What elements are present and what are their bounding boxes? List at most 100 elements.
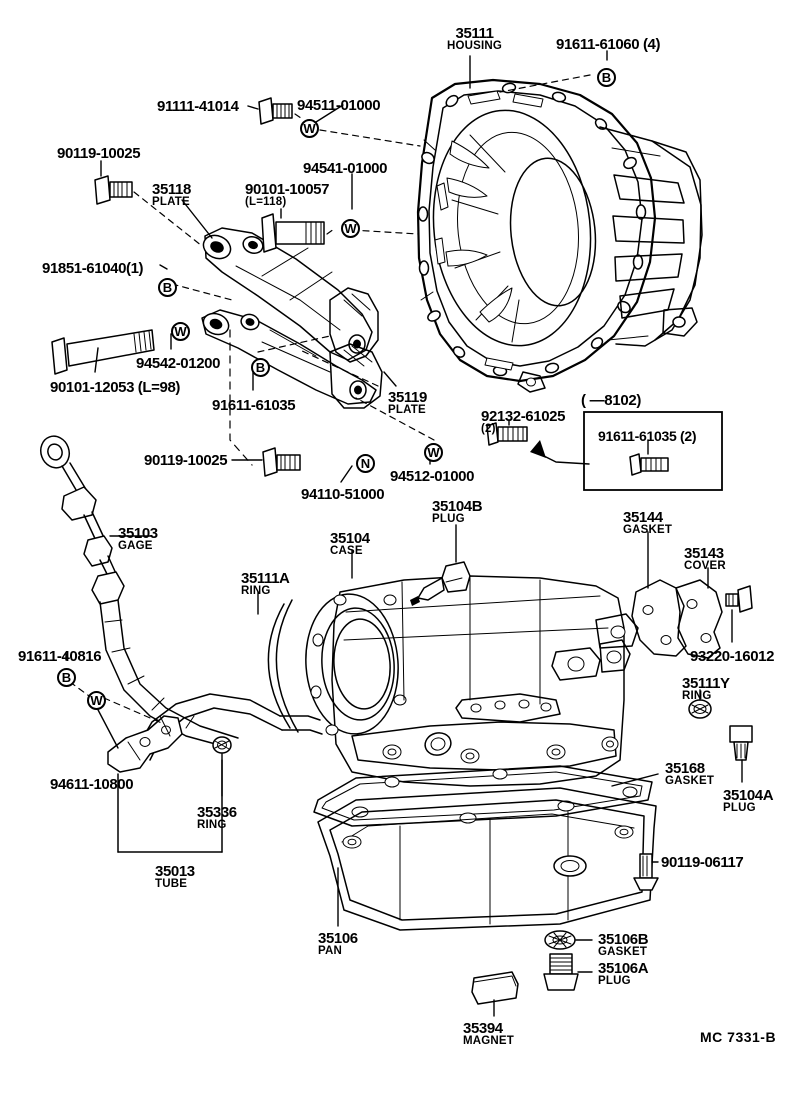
leader-91111-41014 <box>247 105 259 110</box>
case-35104-drawing <box>305 575 639 787</box>
plug-35104A-drawing <box>729 725 753 761</box>
bolt-91111-41014 <box>258 97 293 125</box>
part-description: GASKET <box>598 946 648 958</box>
bolt-90101-10057 <box>261 213 325 253</box>
part-number: 35118 <box>152 181 191 198</box>
callout-symbol-w: W <box>87 691 106 710</box>
dash-91611-40816 <box>69 681 101 705</box>
dash-94511-01000 <box>319 129 421 147</box>
part-label-91611610604: 91611-61060 (4) <box>556 37 660 52</box>
ring-35111A-drawing <box>267 603 291 729</box>
callout-symbol-b: B <box>597 68 616 87</box>
dash-90101-10057 <box>326 228 335 235</box>
part-description: TUBE <box>155 878 188 890</box>
bolt-93220-16012 <box>725 585 753 613</box>
part-label-9461110800: 94611-10800 <box>50 777 134 792</box>
drawing-code: MC 7331-B <box>700 1029 777 1045</box>
part-number: 90101-12053 (L=98) <box>50 379 180 396</box>
gasket-35144-drawing <box>631 579 687 657</box>
dash-91611-61060 <box>499 74 591 93</box>
cover-35143-drawing <box>675 579 723 659</box>
callout-symbol-n: N <box>356 454 375 473</box>
leader-94511-01000 <box>315 104 344 123</box>
dash-35119 <box>299 349 379 387</box>
plate-35119-drawing <box>201 309 383 409</box>
part-description: RING <box>682 690 712 702</box>
inset-part-number: 91611-61035 (2) <box>598 428 697 444</box>
part-number: 90119-10025 <box>57 145 141 162</box>
part-description: PLATE <box>152 196 190 208</box>
dash-90119-10025-a <box>133 191 203 247</box>
part-number: 35111Y <box>682 675 730 692</box>
part-description: MAGNET <box>463 1035 515 1047</box>
part-description: GASKET <box>623 524 673 536</box>
part-number: 94542-01200 <box>136 355 221 372</box>
callout-symbol-b: B <box>158 278 177 297</box>
part-label-9010112053l98: 90101-12053 (L=98) <box>50 380 180 395</box>
part-number: 92132-61025 <box>481 408 566 425</box>
part-number: 35104A <box>723 787 774 804</box>
part-description: CASE <box>330 545 363 557</box>
inset-screw-91611-61035 <box>629 453 669 476</box>
leader-94110-51000 <box>340 465 353 483</box>
magnet-35394-drawing <box>471 971 519 1005</box>
bolt-90119-06117 <box>633 853 659 891</box>
part-number: 94110-51000 <box>301 486 385 503</box>
part-description: (2) <box>481 423 496 435</box>
part-number: 35104 <box>330 530 370 547</box>
part-number: 35106 <box>318 930 358 947</box>
part-label-9454101000: 94541-01000 <box>303 161 387 176</box>
part-description: PLUG <box>598 975 631 987</box>
callout-symbol-w: W <box>300 119 319 138</box>
part-number: 35013 <box>155 863 195 880</box>
dash-91111-41014 <box>294 113 302 119</box>
part-label-9322016012: 93220-16012 <box>690 649 774 664</box>
part-label-9454201200: 94542-01200 <box>136 356 220 371</box>
part-number: 91851-61040(1) <box>42 260 144 277</box>
plate-35118-drawing <box>202 227 379 363</box>
part-number: 90119-06117 <box>661 854 744 871</box>
part-number: 35103 <box>118 525 158 542</box>
part-label-9011906117: 90119-06117 <box>661 854 744 871</box>
inset-box <box>583 411 723 491</box>
part-description: RING <box>197 819 227 831</box>
part-number: 35111A <box>241 570 290 587</box>
part-number: 94511-01000 <box>297 97 381 114</box>
part-number: 35168 <box>665 760 705 777</box>
leader-94611-10800 <box>95 705 119 749</box>
plug-35104B-drawing <box>410 561 471 606</box>
part-number: 35106B <box>598 931 649 948</box>
bolt-90119-10025-a <box>94 175 133 205</box>
bell-housing-drawing <box>416 78 703 393</box>
part-description: (L=118) <box>245 196 287 208</box>
part-number: 35106A <box>598 960 649 977</box>
callout-symbol-b: B <box>251 358 270 377</box>
part-label-91851610401: 91851-61040(1) <box>42 260 144 277</box>
part-description: PLATE <box>388 404 426 416</box>
part-number: 35394 <box>463 1020 503 1037</box>
part-label-9010110057: 90101-10057(L=118) <box>245 182 329 209</box>
part-number: 35104B <box>432 498 483 515</box>
pan-35106-drawing <box>317 787 657 931</box>
part-number: 93220-16012 <box>690 648 775 665</box>
dash-91611-61035 <box>257 335 331 353</box>
part-number: 91611-40816 <box>18 648 102 665</box>
ring-35111Y-drawing <box>688 699 712 719</box>
callout-symbol-w: W <box>424 443 443 462</box>
part-label-9451201000: 94512-01000 <box>390 469 474 484</box>
part-description: COVER <box>684 560 726 572</box>
